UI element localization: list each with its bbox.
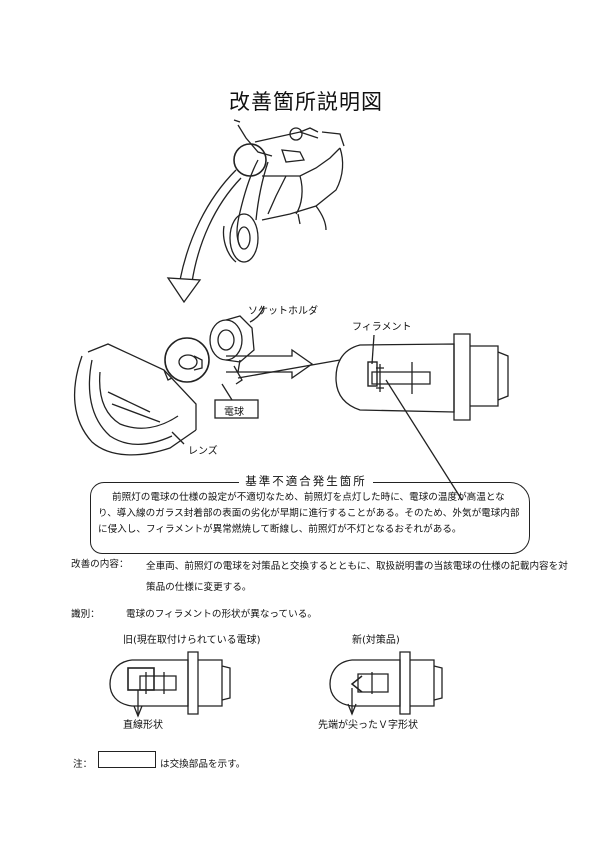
bulb-label: 電球 xyxy=(224,407,244,418)
note-legend-box xyxy=(98,751,156,768)
straight-arrow xyxy=(226,348,314,380)
filament-leader xyxy=(371,334,375,365)
highlight-circle-bulb xyxy=(164,337,210,383)
defect-text: 前照灯の電球の仕様の設定が不適切なため、前照灯を点灯した時に、電球の温度が高温と… xyxy=(98,492,520,535)
leader-to-box xyxy=(385,379,463,501)
note-text: は交換部品を示す。 xyxy=(160,759,246,770)
defect-heading: 基準不適合発生箇所 xyxy=(0,473,612,489)
large-bulb-drawing xyxy=(335,333,509,421)
improvement-text: 全車両、前照灯の電球を対策品と交換するとともに、取扱説明書の当該電球の仕様の記載… xyxy=(146,561,568,593)
new-filament-label: 先端が尖ったＶ字形状 xyxy=(318,720,418,731)
socket-holder-label: ソケットホルダ xyxy=(248,306,318,317)
filament-label: フィラメント xyxy=(352,322,412,333)
new-bulb-caption: 新(対策品) xyxy=(352,635,400,646)
socket-holder-drawing xyxy=(209,315,255,385)
headlight-housing-drawing xyxy=(73,343,197,456)
page-title: 改善箇所説明図 xyxy=(229,90,383,114)
defect-heading-text: 基準不適合発生箇所 xyxy=(239,474,373,488)
bulb-label-box xyxy=(214,399,259,419)
highlight-circle-scooter xyxy=(233,143,267,177)
lens-label: レンズ xyxy=(188,446,218,457)
scooter-drawing xyxy=(222,119,345,263)
old-filament-arrowhead xyxy=(133,705,143,718)
improvement-label: 改善の内容： xyxy=(71,559,129,570)
bulb-in-housing xyxy=(178,354,203,371)
old-filament-highlight xyxy=(127,667,155,691)
new-bulb-drawing xyxy=(329,651,443,715)
identification-text: 電球のフィラメントの形状が異なっている。 xyxy=(126,609,317,620)
old-filament-label: 直線形状 xyxy=(123,720,163,731)
lens-leader xyxy=(171,431,185,445)
note-label: 注： xyxy=(73,759,93,770)
old-bulb-caption: 旧(現在取付けられている電球) xyxy=(123,635,261,646)
socket-leader xyxy=(249,305,265,323)
new-filament-arrowhead xyxy=(347,703,357,716)
identification-label: 識別： xyxy=(71,609,100,620)
old-bulb-drawing xyxy=(109,651,231,715)
pointer-line xyxy=(237,359,341,379)
curved-arrow xyxy=(166,169,242,304)
bulb-leader xyxy=(221,383,233,401)
